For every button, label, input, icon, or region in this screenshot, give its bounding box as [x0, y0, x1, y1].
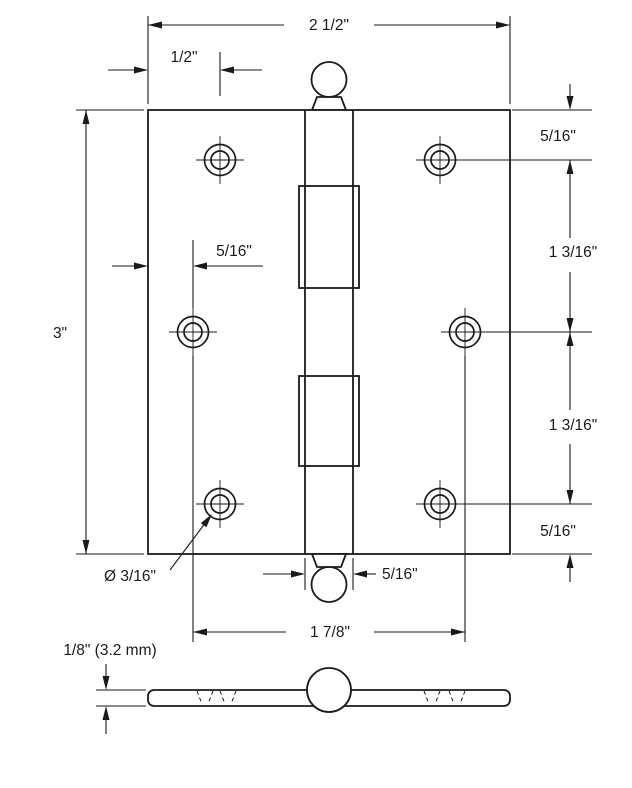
dim-leaf-thickness: 1/8" (3.2 mm) [63, 642, 157, 734]
countersink-hidden-line [459, 690, 466, 705]
dim-label-top-margin: 5/16" [540, 128, 576, 145]
screw-hole-outer [423, 143, 457, 177]
screw-hole-inner [430, 150, 450, 170]
dim-knuckle-width: 5/16" [263, 558, 418, 590]
dim-label-upper-hole-spacing: 1 3/16" [549, 244, 598, 261]
dim-label-middle-hole-offset: 5/16" [216, 243, 252, 260]
screw-hole-outer [176, 315, 210, 349]
arrowhead [193, 628, 207, 636]
countersink-hidden-line [423, 690, 430, 705]
countersink-hidden-line [448, 690, 455, 705]
screw-hole-outer [203, 487, 237, 521]
countersink-hidden-line [434, 690, 441, 705]
barrel-circle [306, 667, 352, 713]
screw-hole-outer [203, 143, 237, 177]
screw-hole-top-left [196, 136, 244, 184]
arrowhead [291, 570, 305, 578]
screw-hole-bottom-left [196, 480, 244, 528]
arrowhead [353, 570, 367, 578]
finial-neck-top [310, 96, 348, 111]
dim-label-middle-hole-span: 1 7/8" [310, 624, 350, 641]
dim-middle-hole-span: 1 7/8" [192, 356, 466, 642]
arrowhead [566, 318, 574, 332]
screw-hole-bottom-right [416, 480, 464, 528]
arrowhead [566, 490, 574, 504]
screw-hole-top-right [416, 136, 464, 184]
screw-hole-middle-left [169, 308, 217, 356]
front-view [147, 61, 511, 603]
arrowhead [134, 262, 148, 270]
screw-hole-outer [423, 487, 457, 521]
countersink-hidden-line [207, 690, 214, 705]
knuckle-segment-upper [298, 185, 360, 289]
dim-label-lower-hole-spacing: 1 3/16" [549, 417, 598, 434]
dim-overall-width: 2 1/2" [147, 16, 511, 104]
dim-right-chain: 5/16" 1 3/16" 1 3/16" 5/16" [464, 84, 597, 582]
arrowhead [566, 554, 574, 568]
screw-hole-inner [430, 494, 450, 514]
dim-label-overall-height: 3" [53, 325, 67, 342]
screw-hole-inner [210, 494, 230, 514]
screw-hole-inner [455, 322, 475, 342]
arrowhead [82, 110, 90, 124]
arrowhead [220, 66, 234, 74]
arrowhead [200, 514, 212, 528]
dim-label-leaf-thickness: 1/8" (3.2 mm) [63, 642, 156, 659]
countersink-hidden-line [196, 690, 203, 705]
dim-hole-diameter: Ø 3/16" [104, 514, 212, 585]
arrowhead [102, 706, 110, 720]
arrowhead [193, 262, 207, 270]
dim-middle-hole-offset: 5/16" [112, 240, 263, 308]
arrowhead [566, 332, 574, 346]
knuckle-segment-lower [298, 375, 360, 467]
screw-hole-middle-right [441, 308, 489, 356]
screw-hole-inner [210, 150, 230, 170]
arrowhead [566, 160, 574, 174]
finial-ball-top [310, 61, 348, 98]
countersink-hidden-line [230, 690, 237, 705]
arrowhead [566, 96, 574, 110]
finial-neck-bottom [310, 553, 348, 568]
edge-view [147, 667, 511, 713]
screw-hole-inner [183, 322, 203, 342]
leader-line [169, 517, 210, 571]
dim-label-bottom-margin: 5/16" [540, 523, 576, 540]
dim-label-corner-hole-offset: 1/2" [170, 49, 197, 66]
dim-corner-hole-offset: 1/2" [108, 49, 262, 96]
arrowhead [148, 21, 162, 29]
dim-label-hole-diameter: Ø 3/16" [104, 568, 156, 585]
arrowhead [496, 21, 510, 29]
arrowhead [451, 628, 465, 636]
countersink-hidden-line [219, 690, 226, 705]
dim-label-overall-width: 2 1/2" [309, 17, 349, 34]
finial-ball-bottom [310, 566, 348, 603]
arrowhead [82, 540, 90, 554]
dim-label-knuckle-width: 5/16" [382, 566, 418, 583]
arrowhead [102, 676, 110, 690]
screw-hole-outer [448, 315, 482, 349]
arrowhead [134, 66, 148, 74]
dim-overall-height: 3" [53, 109, 144, 555]
